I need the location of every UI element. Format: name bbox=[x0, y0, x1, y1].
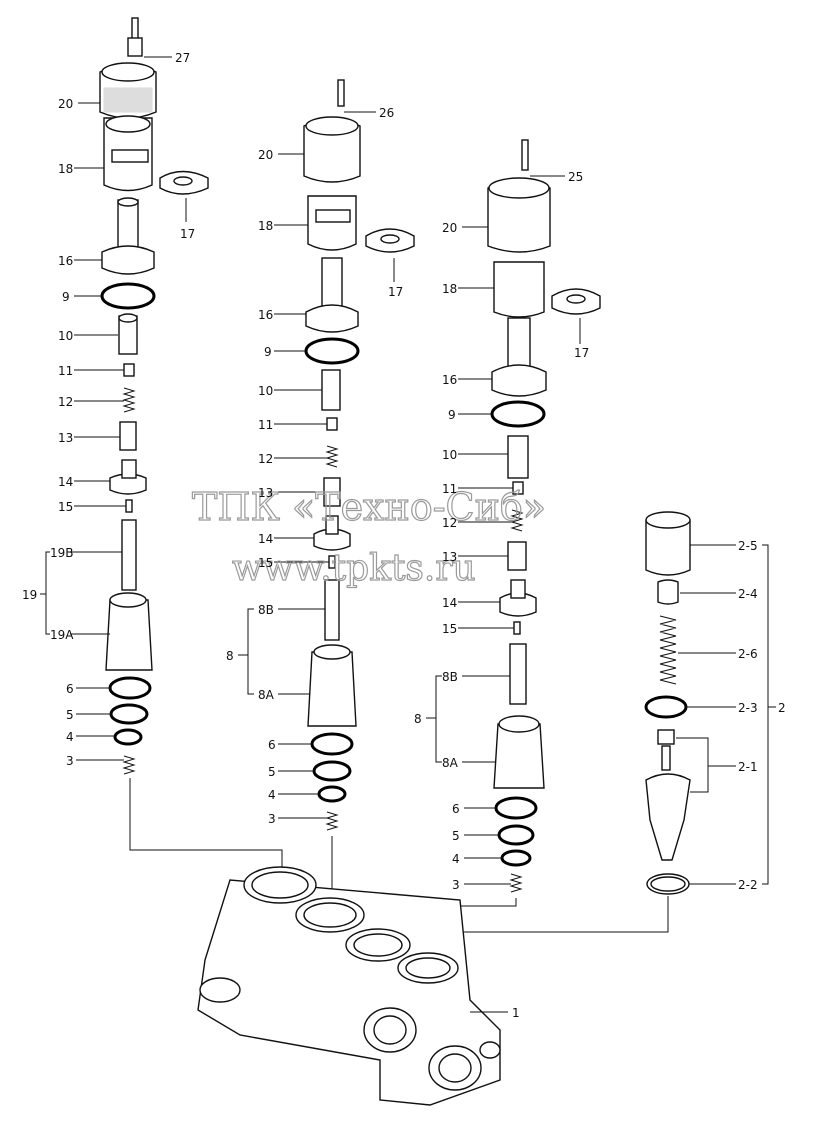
label-13-left: 13 bbox=[58, 431, 73, 445]
label-16-right: 16 bbox=[442, 373, 457, 387]
label-9-right: 9 bbox=[448, 408, 456, 422]
label-4-right: 4 bbox=[452, 852, 460, 866]
label-14-left: 14 bbox=[58, 475, 73, 489]
label-3-left: 3 bbox=[66, 754, 74, 768]
label-12-mid: 12 bbox=[258, 452, 273, 466]
label-15-mid: 15 bbox=[258, 556, 273, 570]
label-18-mid: 18 bbox=[258, 219, 273, 233]
label-11-mid: 11 bbox=[258, 418, 273, 432]
label-11-left: 11 bbox=[58, 364, 73, 378]
stack-middle bbox=[303, 79, 415, 900]
label-5-left: 5 bbox=[66, 708, 74, 722]
label-4-left: 4 bbox=[66, 730, 74, 744]
label-8A-right: 8A bbox=[442, 756, 459, 770]
label-8B-right: 8B bbox=[442, 670, 458, 684]
label-20-right: 20 bbox=[442, 221, 457, 235]
label-10-left: 10 bbox=[58, 329, 73, 343]
label-2-4: 2-4 bbox=[738, 587, 758, 601]
label-26: 26 bbox=[379, 106, 394, 120]
label-11-right: 11 bbox=[442, 482, 457, 496]
label-2: 2 bbox=[778, 701, 786, 715]
valve-body bbox=[197, 866, 508, 1106]
stack-relief-valve bbox=[431, 511, 691, 950]
label-2-3: 2-3 bbox=[738, 701, 758, 715]
label-12-right: 12 bbox=[442, 516, 457, 530]
label-17-right: 17 bbox=[574, 346, 589, 360]
label-4-mid: 4 bbox=[268, 788, 276, 802]
label-25: 25 bbox=[568, 170, 583, 184]
label-2-6: 2-6 bbox=[738, 647, 758, 661]
label-20-left: 20 bbox=[58, 97, 73, 111]
label-10-mid: 10 bbox=[258, 384, 273, 398]
label-16-mid: 16 bbox=[258, 308, 273, 322]
label-8-right: 8 bbox=[414, 712, 422, 726]
label-6-left: 6 bbox=[66, 682, 74, 696]
label-17-mid: 17 bbox=[388, 285, 403, 299]
label-5-mid: 5 bbox=[268, 765, 276, 779]
watermark-url: www.tpkts.ru bbox=[232, 548, 476, 589]
label-15-right: 15 bbox=[442, 622, 457, 636]
label-14-right: 14 bbox=[442, 596, 457, 610]
part-labels: 27 20 18 17 16 9 10 11 12 13 14 15 19B 1… bbox=[22, 51, 786, 1020]
label-19B: 19B bbox=[50, 546, 74, 560]
label-27: 27 bbox=[175, 51, 190, 65]
label-16-left: 16 bbox=[58, 254, 73, 268]
label-2-2: 2-2 bbox=[738, 878, 758, 892]
label-18-left: 18 bbox=[58, 162, 73, 176]
label-2-5: 2-5 bbox=[738, 539, 758, 553]
label-1: 1 bbox=[512, 1006, 520, 1020]
label-8B-mid: 8B bbox=[258, 603, 274, 617]
label-9-left: 9 bbox=[62, 290, 70, 304]
label-8-mid: 8 bbox=[226, 649, 234, 663]
label-15-left: 15 bbox=[58, 500, 73, 514]
label-2-1: 2-1 bbox=[738, 760, 758, 774]
label-8A-mid: 8A bbox=[258, 688, 275, 702]
watermark-title: ТПК «Техно-Сиб» bbox=[192, 485, 546, 529]
label-19: 19 bbox=[22, 588, 37, 602]
label-6-mid: 6 bbox=[268, 738, 276, 752]
label-6-right: 6 bbox=[452, 802, 460, 816]
label-5-right: 5 bbox=[452, 829, 460, 843]
label-9-mid: 9 bbox=[264, 345, 272, 359]
label-12-left: 12 bbox=[58, 395, 73, 409]
label-3-right: 3 bbox=[452, 878, 460, 892]
label-20-mid: 20 bbox=[258, 148, 273, 162]
label-14-mid: 14 bbox=[258, 532, 273, 546]
label-10-right: 10 bbox=[442, 448, 457, 462]
leader-lines bbox=[40, 102, 776, 885]
label-13-mid: 13 bbox=[258, 486, 273, 500]
label-13-right: 13 bbox=[442, 550, 457, 564]
label-17-left: 17 bbox=[180, 227, 195, 241]
stack-right bbox=[379, 139, 601, 930]
label-19A: 19A bbox=[50, 628, 74, 642]
label-3-mid: 3 bbox=[268, 812, 276, 826]
stack-left bbox=[99, 17, 283, 870]
label-18-right: 18 bbox=[442, 282, 457, 296]
